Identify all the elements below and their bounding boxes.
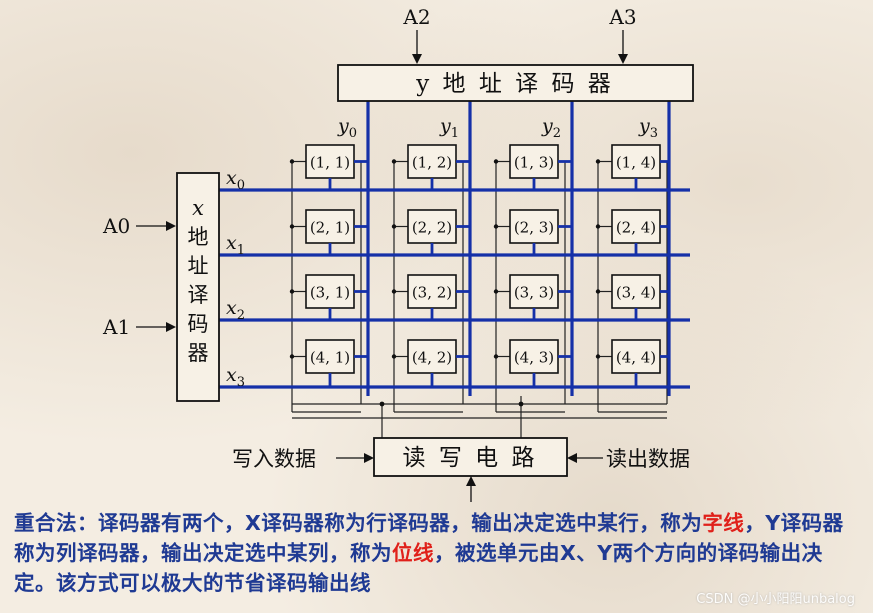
memory-cell-label: (1, 1) (310, 154, 350, 172)
memory-cell-label: (2, 2) (412, 219, 452, 237)
y-input-a3-label: A3 (608, 5, 636, 29)
y-output-label: y3 (638, 115, 658, 141)
y-decoder-label: y 地 址 译 码 器 (415, 71, 614, 97)
junction-dot (493, 224, 499, 229)
junction-dot (595, 159, 601, 164)
x-output-label: x1 (226, 232, 245, 258)
junction-dot (391, 354, 397, 359)
memory-cell-label: (2, 1) (310, 219, 350, 237)
watermark: CSDN @小小阳阳unbalog (696, 592, 855, 607)
junction-dot (379, 401, 385, 407)
memory-cell: (3, 3) (509, 274, 559, 309)
junction-dot (595, 289, 601, 294)
y-output-label: y2 (541, 115, 561, 141)
x-input-a0-arrowhead (166, 221, 176, 231)
rw-circuit-label: 读 写 电 路 (403, 445, 538, 471)
x-decoder-label-char: 器 (188, 341, 209, 365)
memory-cell-label: (1, 4) (616, 154, 656, 172)
y-decoder-box (337, 64, 694, 102)
junction-dot (391, 224, 397, 229)
y-input-a3-arrowhead (618, 54, 628, 64)
junction-dot (289, 289, 295, 294)
memory-cell: (4, 1) (305, 339, 355, 374)
memory-cell-label: (1, 2) (412, 154, 452, 172)
x-output-label: x3 (226, 364, 245, 390)
memory-cell: (2, 2) (407, 209, 457, 244)
memory-cell: (3, 2) (407, 274, 457, 309)
x-input-a1-arrowhead (166, 322, 176, 332)
junction-dot (391, 289, 397, 294)
x-decoder-label-char: x (192, 196, 204, 220)
memory-cell: (2, 4) (611, 209, 661, 244)
caption-part3: ，被选单元由X、Y两个方向的译码输出决定。该方式可以极大的节省译码输出线 (14, 541, 823, 595)
memory-cell: (3, 1) (305, 274, 355, 309)
memory-cell: (2, 1) (305, 209, 355, 244)
memory-cell-label: (2, 4) (616, 219, 656, 237)
memory-cell: (4, 3) (509, 339, 559, 374)
memory-cell: (1, 1) (305, 144, 355, 179)
junction-dot (289, 354, 295, 359)
y-output-label: y1 (439, 115, 459, 141)
y-input-a2-label: A2 (402, 5, 430, 29)
junction-dot (595, 224, 601, 229)
junction-dot (518, 401, 524, 407)
word-line-term: 字线 (702, 511, 745, 535)
memory-cell-label: (3, 1) (310, 284, 350, 302)
memory-cell-label: (4, 4) (616, 349, 656, 367)
x-input-a1-label: A1 (102, 315, 130, 339)
write-data-arrowhead (364, 453, 374, 463)
memory-cell-label: (4, 2) (412, 349, 452, 367)
x-input-a0-label: A0 (102, 214, 130, 238)
junction-dot (493, 159, 499, 164)
junction-dot (595, 354, 601, 359)
memory-cell-label: (2, 3) (514, 219, 554, 237)
write-data-label: 写入数据 (232, 447, 316, 471)
memory-cell: (1, 4) (611, 144, 661, 179)
x-output-label: x0 (226, 167, 245, 193)
read-data-label: 读出数据 (606, 447, 690, 471)
x-decoder-label-char: 码 (188, 312, 209, 336)
junction-dot (493, 354, 499, 359)
memory-cell: (1, 3) (509, 144, 559, 179)
caption-text: 重合法：译码器有两个，X译码器称为行译码器，输出决定选中某行，称为字线，Y译码器… (14, 508, 864, 598)
junction-dot (493, 289, 499, 294)
memory-cell: (3, 4) (611, 274, 661, 309)
caption-part2: ，Y译码器称为列译码器，输出决定选中某列，称为 (14, 511, 844, 565)
y-input-a2-arrowhead (412, 54, 422, 64)
caption-part1: 重合法：译码器有两个，X译码器称为行译码器，输出决定选中某行，称为 (14, 511, 703, 535)
x-decoder-box (176, 172, 220, 402)
memory-cell-label: (4, 3) (514, 349, 554, 367)
x-decoder-label-char: 地 (188, 225, 209, 249)
junction-dot (289, 159, 295, 164)
x-decoder-label-char: 址 (188, 254, 209, 278)
memory-cell-label: (3, 3) (514, 284, 554, 302)
junction-dot (391, 159, 397, 164)
memory-cell: (4, 2) (407, 339, 457, 374)
x-output-label: x2 (226, 297, 245, 323)
memory-cell-label: (1, 3) (514, 154, 554, 172)
bit-line-term: 位线 (392, 541, 434, 565)
memory-cell-label: (3, 4) (616, 284, 656, 302)
junction-dot (289, 224, 295, 229)
memory-cell-label: (4, 1) (310, 349, 350, 367)
memory-cell: (1, 2) (407, 144, 457, 179)
rw-control-arrowhead (466, 476, 476, 486)
memory-cell: (2, 3) (509, 209, 559, 244)
y-output-label: y0 (337, 115, 357, 141)
memory-cell: (4, 4) (611, 339, 661, 374)
read-data-arrowhead (567, 453, 577, 463)
memory-cell-label: (3, 2) (412, 284, 452, 302)
rw-circuit-box (373, 437, 568, 477)
x-decoder-label-char: 译 (188, 283, 209, 307)
